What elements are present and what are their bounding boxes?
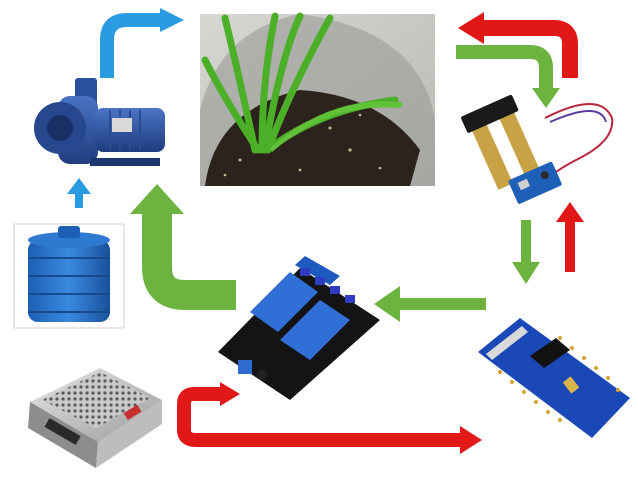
arrowhead-moisture-to-nano [512, 262, 540, 284]
arrowhead-nano-to-moisture [556, 202, 584, 222]
water-pump [34, 78, 165, 166]
arrow-nano-to-moisture [565, 220, 575, 272]
arrowhead-plant-to-moisture [532, 88, 560, 108]
arrowhead-psu-to-relay [220, 382, 240, 406]
arrowhead-psu-to-nano [460, 426, 482, 454]
arrow-tank-to-pump [75, 192, 83, 208]
arrow-moisture-to-nano [521, 220, 531, 264]
arrowhead-pump-to-plant [160, 8, 184, 32]
relay-module [218, 256, 380, 400]
arrowhead-moisture-to-plant [458, 12, 484, 44]
arrow-plant-to-moisture [456, 45, 553, 88]
arrowhead-tank-to-pump [67, 178, 91, 194]
power-supply-unit [28, 368, 162, 468]
arrowhead-relay-to-pump [130, 184, 184, 214]
arrow-relay-to-pump [142, 212, 236, 310]
arrow-psu-to-nano [177, 418, 462, 447]
arrow-pump-to-plant [100, 13, 160, 78]
potted-plant [200, 12, 435, 186]
arrow-nano-to-relay [398, 298, 486, 310]
arrow-moisture-to-plant [482, 20, 578, 78]
arrowhead-nano-to-relay [374, 286, 400, 322]
arrow-psu-to-relay [177, 387, 222, 420]
soil-moisture-sensor [461, 94, 614, 204]
water-tank [13, 223, 125, 329]
arduino-nano-board [478, 318, 630, 438]
